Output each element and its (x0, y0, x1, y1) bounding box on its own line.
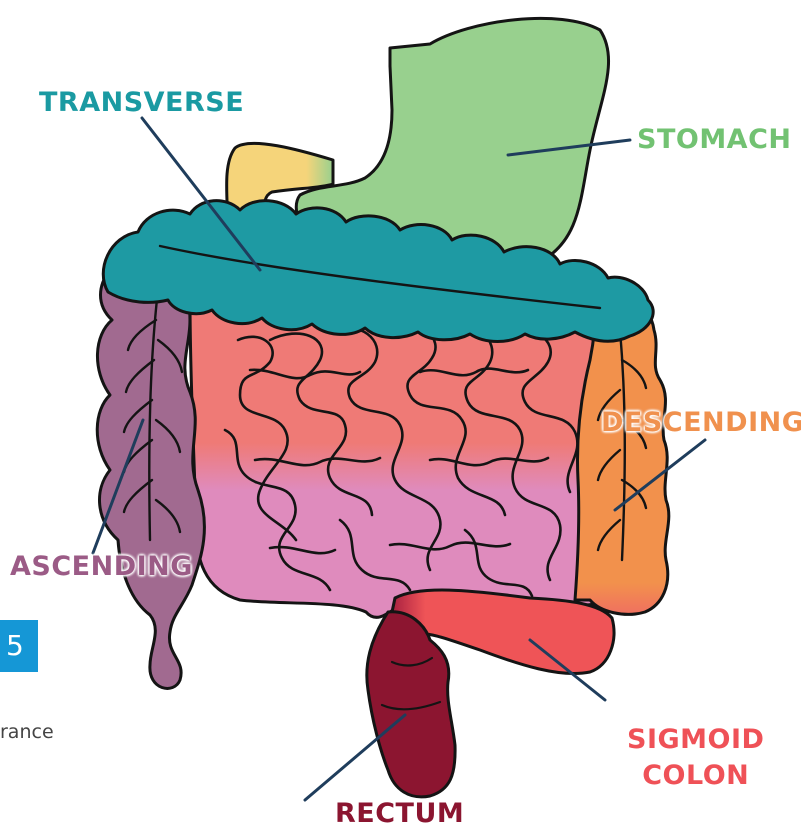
label-ascending: ASCENDING (10, 553, 193, 580)
label-stomach: STOMACH (637, 126, 792, 153)
edge-partial-text: rance (0, 721, 54, 743)
ascending-colon (97, 264, 204, 689)
rectum (367, 612, 455, 797)
label-sigmoid-line2: COLON (627, 758, 764, 794)
label-rectum: RECTUM (335, 800, 464, 827)
label-sigmoid-line1: SIGMOID (627, 722, 764, 758)
edge-blue-tab: 5 (0, 620, 38, 672)
small-intestine (190, 300, 600, 617)
label-sigmoid-colon: SIGMOID COLON (627, 722, 764, 794)
label-descending: DESCENDING (601, 409, 801, 436)
label-transverse: TRANSVERSE (39, 89, 244, 116)
